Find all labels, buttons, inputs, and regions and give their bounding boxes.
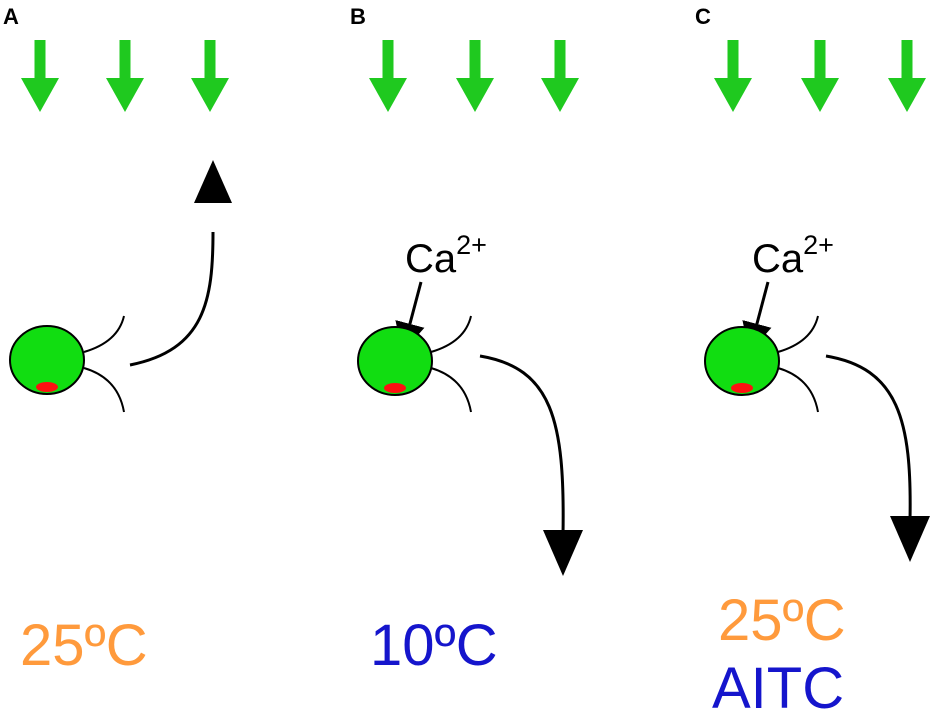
eyespot [36,382,58,392]
condition-chemical: AITC [712,656,844,713]
flagellum [777,367,819,413]
cell-body [357,326,433,396]
condition-temperature: 10ºC [370,613,498,678]
light-arrow-down-icon [21,40,59,112]
movement-arrow-down-icon [825,354,912,521]
light-arrow-down-icon [456,40,494,112]
cell-body [9,325,85,395]
flagellum [83,367,125,413]
algal-cell [357,315,472,413]
algal-cell [704,315,819,413]
panel-letter: A [3,4,19,29]
flagellum [83,315,125,353]
light-arrow-down-icon [541,40,579,112]
algal-cell [9,315,125,413]
light-arrow-down-icon [106,40,144,112]
light-arrow-down-icon [191,40,229,112]
cell-body [704,326,780,396]
flagellum [430,367,472,413]
calcium-ion-label: Ca2+ [405,230,487,281]
panel-c: C Ca2+ 25ºC AITC [695,4,930,713]
light-arrows [21,40,229,112]
eyespot [731,383,753,393]
light-arrow-down-icon [369,40,407,112]
light-arrow-down-icon [888,40,926,112]
panel-letter: B [350,4,366,29]
movement-arrow-down-icon [479,354,565,536]
light-arrows [369,40,579,112]
condition-temperature: 25ºC [20,613,148,678]
arrowhead-down-icon [890,516,930,562]
flagellum [430,315,472,353]
panel-b: B Ca2+ 10ºC [350,4,583,678]
panel-a: A 25ºC [3,4,232,678]
light-arrow-down-icon [714,40,752,112]
calcium-ion-label: Ca2+ [752,230,834,281]
light-arrows [714,40,926,112]
movement-arrow-up-icon [129,231,215,367]
flagellum [777,315,819,353]
panel-letter: C [695,4,711,29]
arrowhead-up-icon [194,160,232,203]
condition-temperature: 25ºC [718,588,846,653]
arrowhead-down-icon [543,530,583,576]
light-arrow-down-icon [801,40,839,112]
eyespot [384,383,406,393]
